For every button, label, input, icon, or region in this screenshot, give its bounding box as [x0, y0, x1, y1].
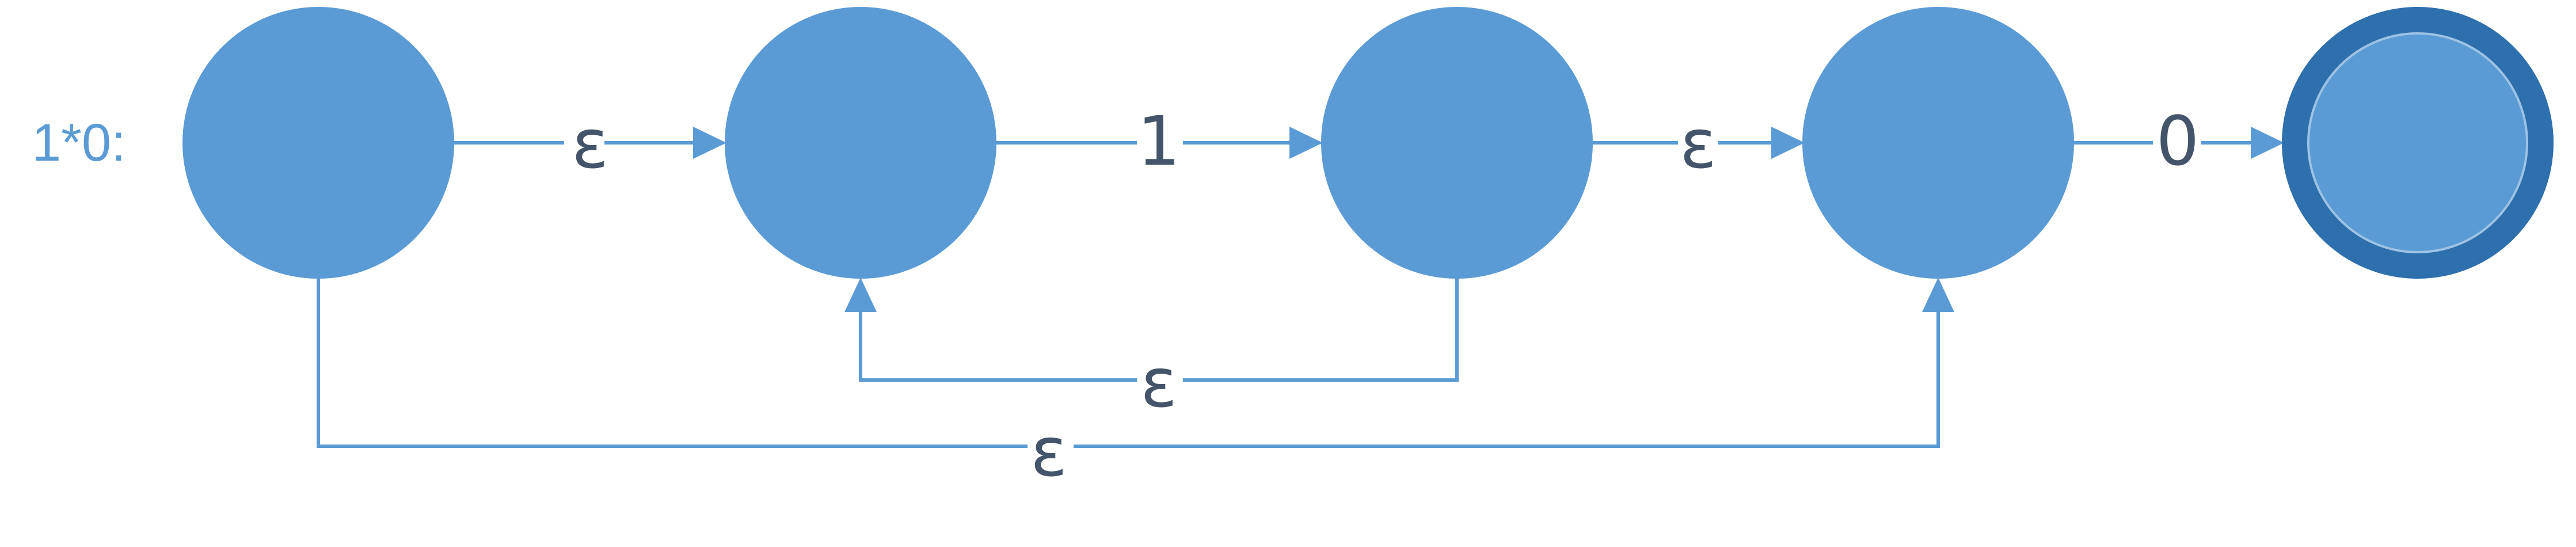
state-node-s0: [182, 7, 454, 279]
transition-s2-s1: ε: [844, 276, 1459, 423]
state-node-s2: [1321, 7, 1593, 279]
transition-s3-s4: 0: [2072, 101, 2284, 182]
state-node-s1: [725, 7, 996, 279]
transition-s0-s1: ε: [454, 104, 726, 184]
state-node-s3: [1802, 7, 2074, 279]
transition-label-s1-s2: 1: [1137, 101, 1180, 181]
regex-label: 1*0:: [32, 113, 126, 172]
transition-label-s3-s4: 0: [2156, 101, 2199, 181]
transition-label-s2-s3: ε: [1680, 104, 1717, 184]
transition-label-s2-s1: ε: [1140, 343, 1177, 423]
final-state-node-s4: [2282, 7, 2554, 279]
transition-s1-s2: 1: [996, 101, 1323, 182]
transition-s2-s3: ε: [1592, 104, 1805, 184]
transition-label-s0-s3: ε: [1030, 412, 1067, 492]
transition-s0-s3: ε: [317, 276, 1954, 492]
transition-label-s0-s1: ε: [572, 104, 608, 184]
